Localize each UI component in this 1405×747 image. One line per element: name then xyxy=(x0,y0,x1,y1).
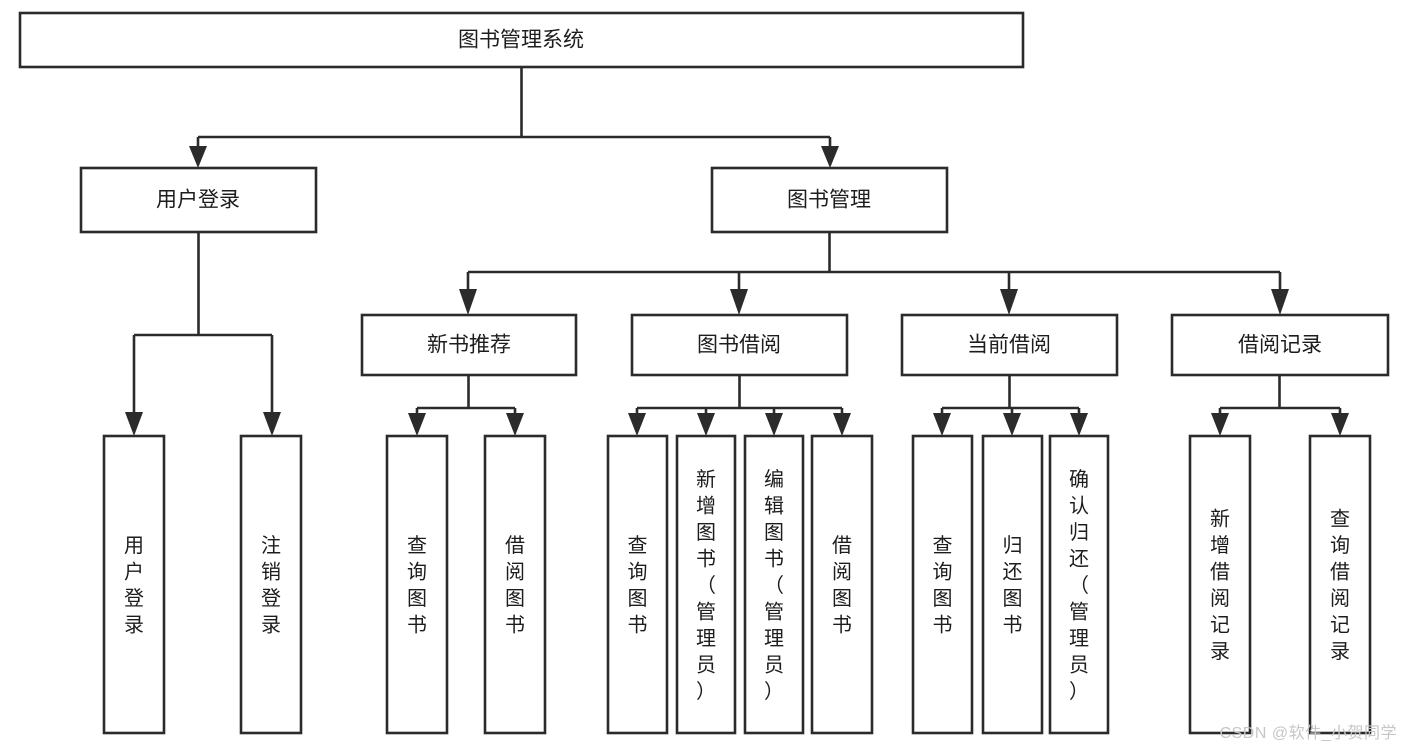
node-root-label: 图书管理系统 xyxy=(458,29,584,52)
node-leaf-return-book[interactable]: 归还图书 xyxy=(981,434,1044,735)
node-leaf-edit-book-label: 编辑图书（管理员） xyxy=(764,468,784,703)
connector-bookborrow-to-leaves xyxy=(628,375,851,436)
node-leaf-confirm-return-label: 确认归还（管理员） xyxy=(1069,468,1089,703)
node-leaf-user-logout-box xyxy=(239,434,303,735)
node-leaf-return-book-label: 归还图书 xyxy=(1003,534,1023,637)
node-leaf-query-book-2-label: 查询图书 xyxy=(628,534,648,637)
watermark-credit: CSDN @软件_小贺同学 xyxy=(1219,725,1397,742)
node-book-manage-box xyxy=(710,166,949,234)
connector-booksys-to-level2 xyxy=(459,232,1289,315)
node-current-borrow-label: 当前借阅 xyxy=(967,334,1051,357)
node-book-manage-label: 图书管理 xyxy=(787,189,871,212)
node-leaf-return-book-box xyxy=(981,434,1044,735)
node-leaf-user-logout-label: 注销登录 xyxy=(261,534,281,637)
node-book-borrow-label: 图书借阅 xyxy=(697,334,781,357)
node-new-book-recommend[interactable]: 新书推荐 xyxy=(360,313,578,377)
node-leaf-add-record[interactable]: 新增借阅记录 xyxy=(1188,434,1252,735)
node-leaf-query-book-1-label: 查询图书 xyxy=(407,534,427,637)
node-leaf-user-login[interactable]: 用户登录 xyxy=(102,434,166,735)
node-leaf-query-book-3-label: 查询图书 xyxy=(933,534,953,637)
node-book-borrow-box xyxy=(630,313,849,377)
node-leaf-query-record-label: 查询借阅记录 xyxy=(1330,508,1350,664)
node-leaf-confirm-return-box xyxy=(1048,434,1110,735)
node-leaf-add-book-box xyxy=(675,434,737,735)
node-new-book-recommend-label: 新书推荐 xyxy=(427,334,511,357)
node-leaf-user-login-box xyxy=(102,434,166,735)
node-book-manage[interactable]: 图书管理 xyxy=(710,166,949,234)
node-borrow-record-box xyxy=(1170,313,1390,377)
leaf-node-layer: 用户登录 注销登录 查询图书 借阅图书 查询图书 新增图书（管理员） 编辑图书（管理员） 借阅… xyxy=(102,434,1372,735)
node-leaf-query-record-box xyxy=(1308,434,1372,735)
node-leaf-edit-book[interactable]: 编辑图书（管理员） xyxy=(743,434,805,735)
node-leaf-borrow-book-1-label: 借阅图书 xyxy=(505,534,525,637)
node-root[interactable]: 图书管理系统 xyxy=(18,11,1025,69)
connector-root-to-level1 xyxy=(189,67,839,168)
node-leaf-borrow-book-2-label: 借阅图书 xyxy=(832,534,852,637)
node-leaf-query-book-3-box xyxy=(911,434,974,735)
node-borrow-record-label: 借阅记录 xyxy=(1238,334,1322,357)
node-leaf-query-book-1[interactable]: 查询图书 xyxy=(385,434,449,735)
node-root-box xyxy=(18,11,1025,69)
node-leaf-add-record-box xyxy=(1188,434,1252,735)
node-borrow-record[interactable]: 借阅记录 xyxy=(1170,313,1390,377)
node-leaf-borrow-book-1[interactable]: 借阅图书 xyxy=(483,434,547,735)
node-leaf-query-book-2-box xyxy=(606,434,669,735)
node-leaf-borrow-book-2-box xyxy=(810,434,874,735)
connector-newbook-to-leaves xyxy=(408,375,524,436)
node-leaf-add-book[interactable]: 新增图书（管理员） xyxy=(675,434,737,735)
node-user-login[interactable]: 用户登录 xyxy=(79,166,318,234)
node-leaf-query-record[interactable]: 查询借阅记录 xyxy=(1308,434,1372,735)
node-user-login-box xyxy=(79,166,318,234)
node-leaf-query-book-3[interactable]: 查询图书 xyxy=(911,434,974,735)
node-leaf-query-book-1-box xyxy=(385,434,449,735)
node-leaf-user-logout[interactable]: 注销登录 xyxy=(239,434,303,735)
node-leaf-user-login-label: 用户登录 xyxy=(124,535,144,637)
connector-borrowrecord-to-leaves xyxy=(1211,375,1349,436)
node-leaf-borrow-book-2[interactable]: 借阅图书 xyxy=(810,434,874,735)
node-user-login-label: 用户登录 xyxy=(156,189,240,212)
node-leaf-confirm-return[interactable]: 确认归还（管理员） xyxy=(1048,434,1110,735)
connector-currentborrow-to-leaves xyxy=(933,375,1088,436)
connector-userlogin-to-leaves xyxy=(125,232,281,436)
node-leaf-add-book-label: 新增图书（管理员） xyxy=(696,468,716,703)
node-leaf-add-record-label: 新增借阅记录 xyxy=(1210,508,1230,664)
node-leaf-query-book-2[interactable]: 查询图书 xyxy=(606,434,669,735)
node-current-borrow-box xyxy=(900,313,1119,377)
node-new-book-recommend-box xyxy=(360,313,578,377)
node-current-borrow[interactable]: 当前借阅 xyxy=(900,313,1119,377)
node-leaf-edit-book-box xyxy=(743,434,805,735)
node-leaf-borrow-book-1-box xyxy=(483,434,547,735)
node-book-borrow[interactable]: 图书借阅 xyxy=(630,313,849,377)
